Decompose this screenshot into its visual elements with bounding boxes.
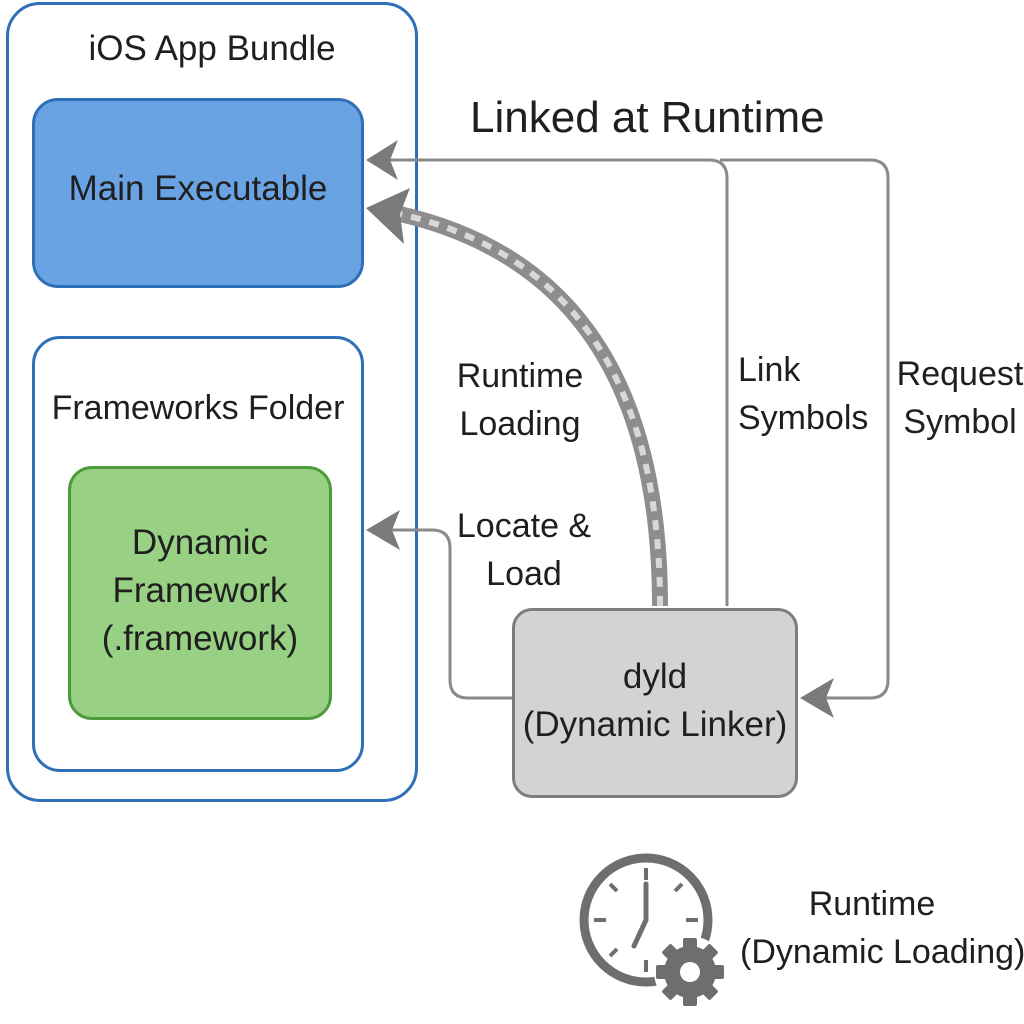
runtime-loading-label-line2: Loading [459, 405, 581, 443]
heading-linked-at-runtime: Linked at Runtime [470, 93, 825, 142]
locate-load-label-line1: Locate & [456, 507, 592, 545]
dynamic-framework-label-line2: Framework [112, 571, 288, 610]
dynamic-framework-label-line1: Dynamic [131, 523, 269, 562]
legend-label-line1: Runtime [808, 885, 936, 923]
link-symbols-label-line2: Symbols [738, 399, 869, 437]
dyld-label-line2: (Dynamic Linker) [522, 705, 788, 744]
runtime-loading-arrow [366, 188, 668, 607]
link-symbols-label-line1: Link [738, 351, 801, 389]
locate-load-arrow [366, 510, 512, 700]
main-executable-box [32, 98, 364, 288]
request-symbol-label-line1: Request [896, 355, 1024, 393]
clock-gear-icon [579, 853, 726, 1008]
locate-load-label-line2: Load [486, 555, 562, 593]
legend-label-line2: (Dynamic Loading) [740, 933, 1024, 971]
dyld-label-line1: dyld [622, 657, 688, 696]
bundle-title: iOS App Bundle [88, 29, 336, 68]
frameworks-folder-title: Frameworks Folder [51, 389, 345, 427]
link-symbols-arrow [366, 140, 729, 606]
runtime-loading-label-line1: Runtime [456, 357, 584, 395]
main-executable-label: Main Executable [68, 169, 328, 208]
request-symbol-arrow [720, 158, 890, 718]
dynamic-framework-label-line3: (.framework) [101, 619, 299, 658]
dynamic-framework-box [68, 466, 332, 720]
request-symbol-label-line2: Symbol [903, 403, 1017, 441]
dyld-box [512, 608, 798, 798]
